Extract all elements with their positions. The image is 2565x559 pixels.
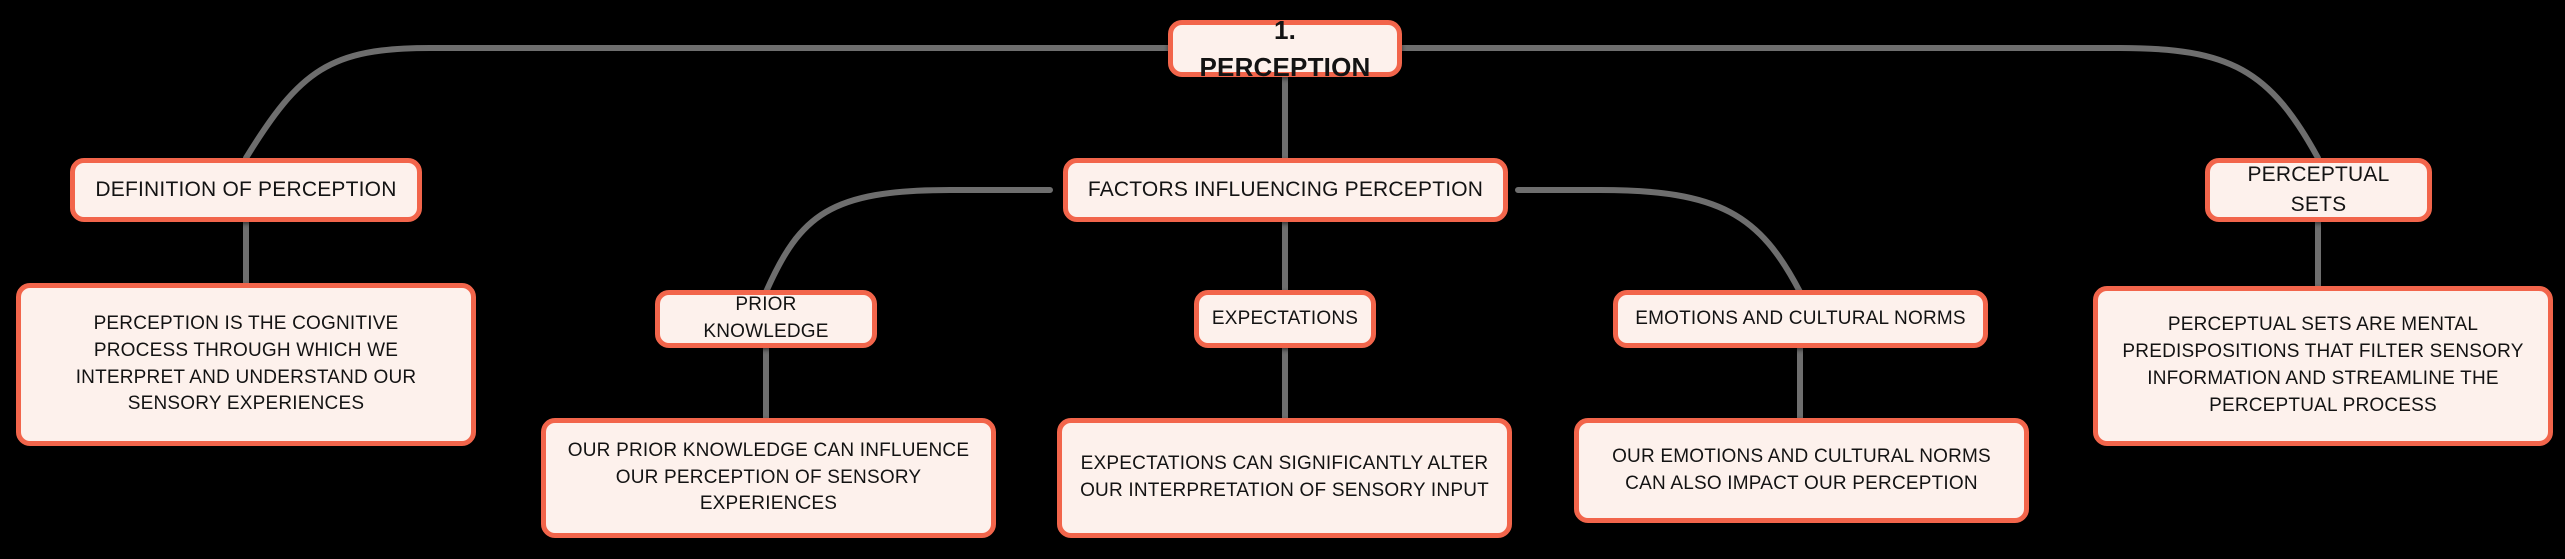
node-perceptual-sets-detail[interactable]: PERCEPTUAL SETS ARE MENTAL PREDISPOSITIO…: [2093, 286, 2553, 446]
node-prior-knowledge-detail[interactable]: OUR PRIOR KNOWLEDGE CAN INFLUENCE OUR PE…: [541, 418, 996, 538]
node-prior-knowledge[interactable]: PRIOR KNOWLEDGE: [655, 290, 877, 348]
connector-root-to-perceptual-sets: [1300, 45, 2321, 161]
node-expectations-label: EXPECTATIONS: [1211, 307, 1359, 329]
node-emotions-and-cultural-norms-label: EMOTIONS AND CULTURAL NORMS: [1635, 307, 1966, 329]
node-emotions-and-cultural-norms[interactable]: EMOTIONS AND CULTURAL NORMS: [1613, 290, 1988, 348]
node-factors-influencing-perception[interactable]: FACTORS INFLUENCING PERCEPTION: [1063, 158, 1508, 222]
node-perceptual-sets-label: PERCEPTUAL SETS: [2247, 163, 2390, 216]
connector-factors-to-prior-knowledge: [763, 187, 1053, 295]
node-expectations[interactable]: EXPECTATIONS: [1194, 290, 1376, 348]
node-definition-detail[interactable]: PERCEPTION IS THE COGNITIVE PROCESS THRO…: [16, 283, 476, 446]
node-prior-knowledge-label: PRIOR KNOWLEDGE: [703, 294, 829, 342]
node-perceptual-sets[interactable]: PERCEPTUAL SETS: [2205, 158, 2432, 222]
node-perceptual-sets-detail-label: PERCEPTUAL SETS ARE MENTAL PREDISPOSITIO…: [2122, 314, 2524, 416]
node-factors-influencing-perception-label: FACTORS INFLUENCING PERCEPTION: [1087, 178, 1484, 202]
connector-root-to-definition: [243, 45, 1271, 161]
node-definition-detail-label: PERCEPTION IS THE COGNITIVE PROCESS THRO…: [75, 312, 417, 415]
node-emotions-detail-label: OUR EMOTIONS AND CULTURAL NORMS CAN ALSO…: [1612, 445, 1991, 494]
node-root-perception[interactable]: 1. PERCEPTION: [1168, 15, 1402, 82]
node-expectations-detail-label: EXPECTATIONS CAN SIGNIFICANTLY ALTER OUR…: [1080, 453, 1489, 501]
node-definition-of-perception[interactable]: DEFINITION OF PERCEPTION: [70, 158, 422, 222]
connector-factors-to-emotions: [1515, 187, 1803, 295]
node-definition-of-perception-label: DEFINITION OF PERCEPTION: [95, 178, 397, 202]
node-root-perception-label: 1. PERCEPTION: [1199, 14, 1371, 82]
node-emotions-detail[interactable]: OUR EMOTIONS AND CULTURAL NORMS CAN ALSO…: [1574, 418, 2029, 523]
node-prior-knowledge-detail-label: OUR PRIOR KNOWLEDGE CAN INFLUENCE OUR PE…: [567, 439, 970, 515]
node-expectations-detail[interactable]: EXPECTATIONS CAN SIGNIFICANTLY ALTER OUR…: [1057, 418, 1512, 538]
